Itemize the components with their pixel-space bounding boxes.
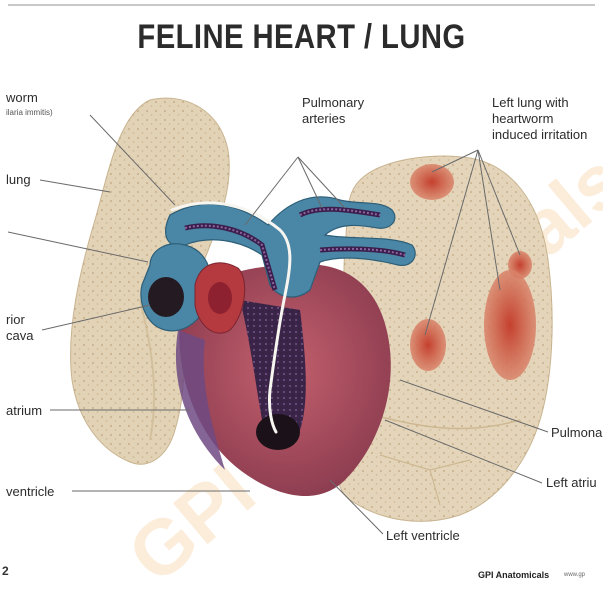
lesion-lower — [410, 319, 446, 371]
brand-logo-text: GPI Anatomicals — [478, 570, 549, 580]
lesion-large — [484, 270, 536, 380]
label-left-atrium: Left atriu — [546, 475, 597, 490]
leader-lung-left — [40, 180, 110, 192]
page-mark: 2 — [2, 564, 9, 578]
label-pulmonary-arteries-line2: arteries — [302, 111, 345, 126]
vena-cava-opening — [148, 277, 184, 317]
label-pulmonary-arteries-line1: Pulmonary — [302, 95, 364, 110]
left-ventricle-opening — [256, 414, 300, 450]
label-ventricle-left: ventricle — [6, 484, 54, 499]
label-left-lung-line2: heartworm — [492, 111, 553, 126]
brand-url: www.gp — [564, 572, 585, 578]
label-heartworm: worm — [6, 90, 38, 105]
lesion-upper — [410, 164, 454, 200]
label-atrium-left: atrium — [6, 403, 42, 418]
diagram-title: FELINE HEART / LUNG — [42, 18, 561, 57]
label-lung-left: lung — [6, 172, 31, 187]
label-left-lung-line1: Left lung with — [492, 95, 569, 110]
label-vena-cava-line2: cava — [6, 328, 33, 343]
label-vena-cava-line1: rior — [6, 312, 25, 327]
label-left-lung-line3: induced irritation — [492, 127, 587, 142]
label-left-ventricle: Left ventricle — [386, 528, 460, 543]
label-pulmonary-right: Pulmona — [551, 425, 602, 440]
label-heartworm-species: ilaria immitis) — [6, 108, 53, 118]
